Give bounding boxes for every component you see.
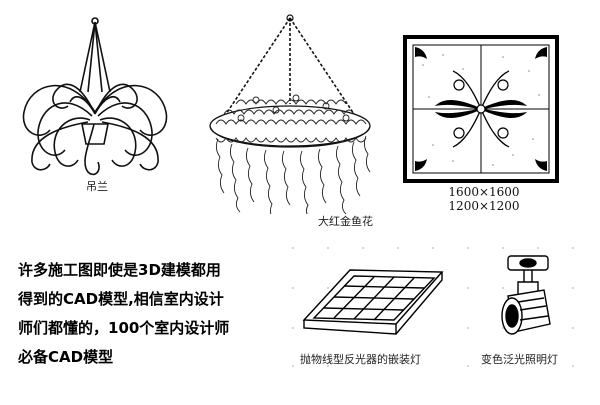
tile-dimension-inner: 1200×1200 bbox=[448, 199, 520, 213]
grille-light-drawing bbox=[302, 269, 444, 335]
description-line-4: 必备CAD模型 bbox=[18, 348, 114, 366]
description-text: 许多施工图即使是3D建模都用 得到的CAD模型,相信室内设计 师们都懂的，100… bbox=[18, 256, 280, 372]
hanging-plant-caption: 吊兰 bbox=[86, 180, 108, 193]
grille-light-caption: 抛物线型反光器的嵌装灯 bbox=[300, 353, 421, 366]
flower-basket-drawing bbox=[209, 14, 371, 214]
description-line-3: 师们都懂的，100个室内设计师 bbox=[18, 319, 230, 337]
description-line-2: 得到的CAD模型,相信室内设计 bbox=[18, 290, 224, 308]
spot-light-caption: 变色泛光照明灯 bbox=[481, 353, 558, 366]
flower-basket-caption: 大红金鱼花 bbox=[318, 215, 373, 228]
hanging-plant-drawing bbox=[22, 17, 168, 176]
description-line-1: 许多施工图即使是3D建模都用 bbox=[18, 261, 221, 279]
spot-light-drawing bbox=[501, 255, 551, 335]
floor-tile-drawing bbox=[403, 35, 559, 183]
dot-grid-background bbox=[292, 247, 574, 367]
tile-dimension-outer: 1600×1600 bbox=[448, 185, 520, 199]
tile-dimensions: 1600×1600 1200×1200 bbox=[436, 185, 532, 213]
